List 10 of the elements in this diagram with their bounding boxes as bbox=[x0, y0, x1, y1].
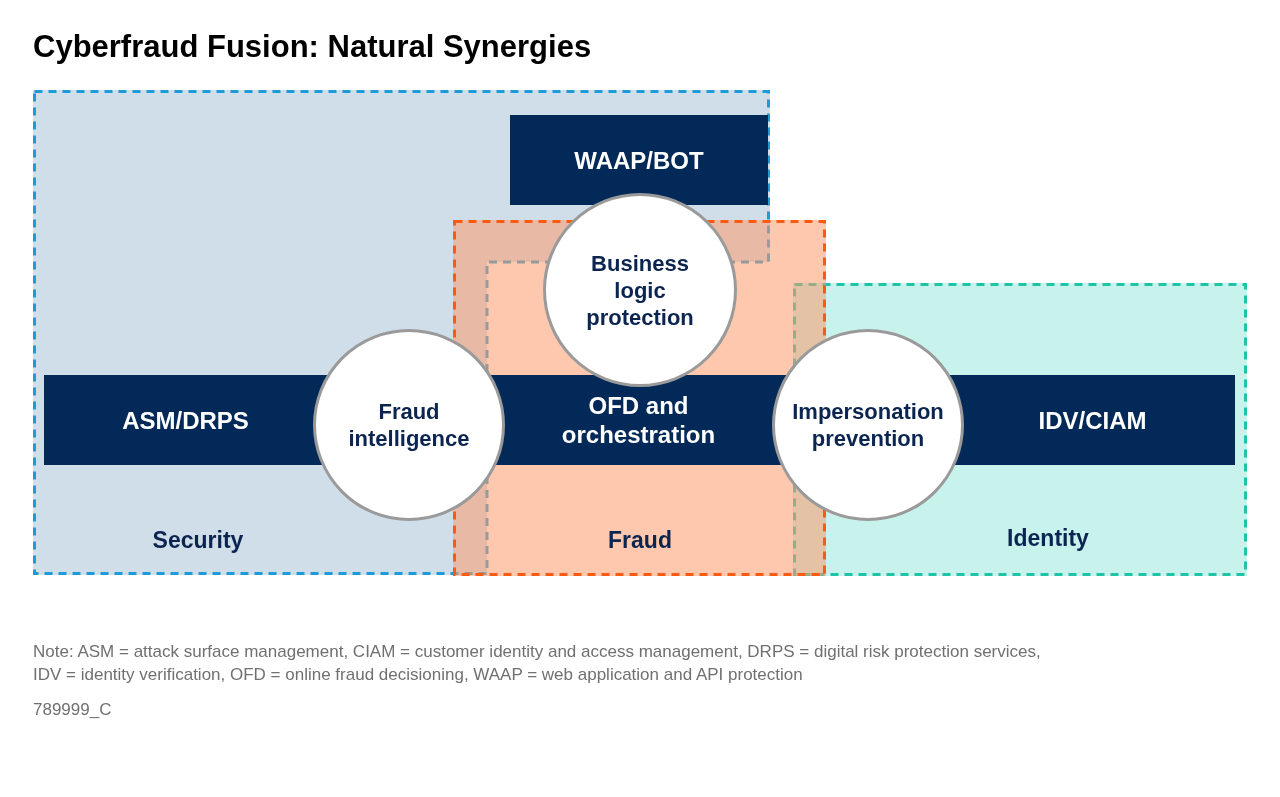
capability-bar: OFD and orchestration bbox=[491, 375, 786, 465]
region-label: Identity bbox=[1007, 525, 1089, 552]
capability-bar: WAAP/BOT bbox=[510, 115, 768, 205]
capability-bar: ASM/DRPS bbox=[44, 375, 327, 465]
capability-bar: IDV/CIAM bbox=[950, 375, 1235, 465]
region-label: Security bbox=[152, 527, 244, 554]
region-label: Fraud bbox=[608, 527, 672, 554]
figure-id: 789999_C bbox=[33, 699, 113, 721]
diagram-title: Cyberfraud Fusion: Natural Synergies bbox=[33, 29, 592, 65]
footnote: Note: ASM = attack surface management, CIAM = customer identity and access management, DRPS = digital risk protection services, IDV = identity verification, OFD = online fraud decisioning, WAAP = web application and API protection bbox=[33, 641, 1042, 686]
